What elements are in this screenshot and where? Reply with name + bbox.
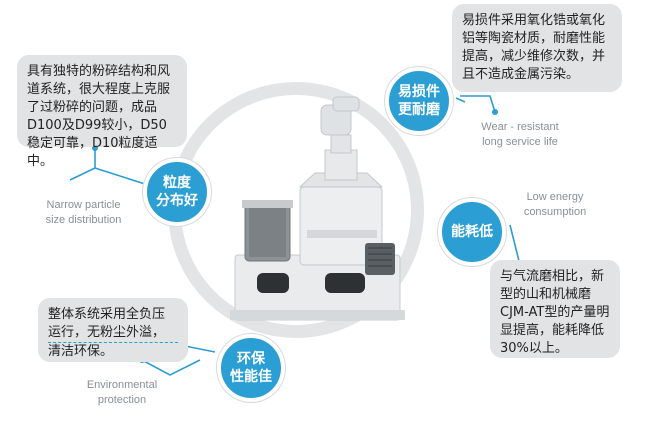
low-energy-badge: 能耗低 xyxy=(438,198,506,266)
energy-description-card: 与气流磨相比，新型的山和机械磨CJM-AT型的产量明显提高，能耗降低30%以上。 xyxy=(490,260,620,358)
crushing-description-card: 具有独特的粉碎结构和风道系统，很大程度上克服了过粉碎的问题，成品D100及D99… xyxy=(17,55,187,169)
particle-size-badge: 粒度 分布好 xyxy=(143,158,211,226)
environment-description-line-3: 清洁环保。 xyxy=(48,344,114,359)
environment-description-line-1: 整体系统采用全负压 xyxy=(48,307,166,322)
particle-size-caption: Narrow particle size distribution xyxy=(45,199,122,226)
wear-resistant-badge: 易损件 更耐磨 xyxy=(385,67,453,135)
environment-description-card: 整体系统采用全负压 运行，无粉尘外溢， 清洁环保。 xyxy=(38,298,188,362)
environmental-protection-badge: 环保 性能佳 xyxy=(217,334,285,402)
environmental-protection-caption: Environmental protection xyxy=(86,379,158,406)
machine-illustration xyxy=(230,96,405,321)
crushing-description: 具有独特的粉碎结构和风道系统，很大程度上克服了过粉碎的问题，成品D100及D99… xyxy=(27,64,171,169)
wear-resistant-caption: Wear - resistant long service life xyxy=(481,121,559,148)
energy-description: 与气流磨相比，新型的山和机械磨CJM-AT型的产量明显提高，能耗降低30%以上。 xyxy=(500,269,610,356)
wear-description: 易损件采用氧化锆或氧化铝等陶瓷材质，耐磨性能提高，减少维修次数，并且不造成金属污… xyxy=(462,13,606,82)
wear-description-card: 易损件采用氧化锆或氧化铝等陶瓷材质，耐磨性能提高，减少维修次数，并且不造成金属污… xyxy=(452,4,622,92)
environment-description-line-2: 运行，无粉尘外溢， xyxy=(48,324,178,343)
low-energy-caption: Low energy consumption xyxy=(523,191,587,218)
